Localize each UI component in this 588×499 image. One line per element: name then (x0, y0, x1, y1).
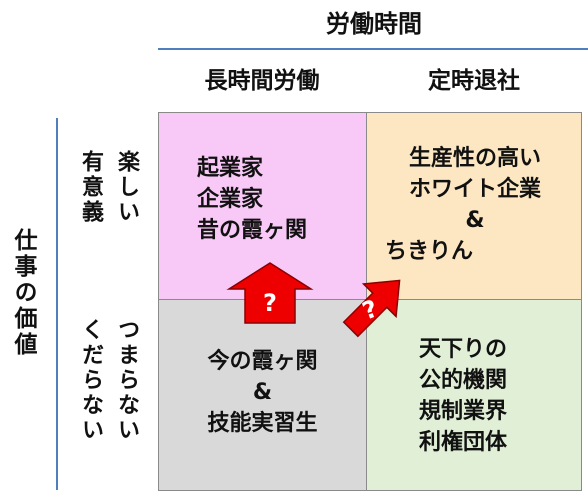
working-hours-label: 労働時間 (326, 10, 422, 38)
row-label-pointless: くだらない (78, 318, 103, 443)
cell-line: & (465, 208, 485, 233)
quadrant-bottom-right: 天下りの 公的機関 規制業界 利権団体 (366, 299, 582, 491)
column-header-long-hours: 長時間労働 (204, 68, 320, 94)
cell-line: & (252, 380, 273, 405)
cell-line: 起業家 (197, 156, 264, 181)
top-axis-line (158, 48, 588, 50)
cell-line: 昔の霞ヶ関 (197, 218, 308, 243)
cell-line: 規制業界 (419, 399, 508, 424)
left-axis-line (56, 118, 58, 490)
row-label-boring: つまらない (114, 318, 139, 443)
cell-line: 天下りの (419, 337, 508, 362)
cell-line: 企業家 (197, 187, 264, 212)
cell-line: ちきりん (385, 239, 474, 264)
arrow-up-question: ? (263, 289, 277, 317)
cell-line: 技能実習生 (207, 411, 318, 436)
cell-line: ホワイト企業 (408, 177, 541, 202)
arrow-up-icon: ? (226, 262, 314, 324)
column-header-leave-on-time: 定時退社 (428, 68, 520, 94)
cell-line: 公的機関 (419, 368, 508, 393)
cell-line: 今の霞ヶ関 (207, 349, 318, 374)
row-label-meaningful: 有意義 (78, 150, 103, 225)
cell-line: 利権団体 (419, 430, 508, 455)
quadrant-bottom-left: 今の霞ヶ関 & 技能実習生 (158, 299, 367, 491)
quadrant-top-right: 生産性の高い ホワイト企業 & ちきりん (366, 112, 582, 300)
cell-line: 生産性の高い (408, 146, 541, 171)
work-value-label: 仕事の価値 (10, 228, 36, 358)
row-label-fun: 楽しい (114, 150, 139, 225)
arrow-diagonal-icon (342, 279, 401, 338)
